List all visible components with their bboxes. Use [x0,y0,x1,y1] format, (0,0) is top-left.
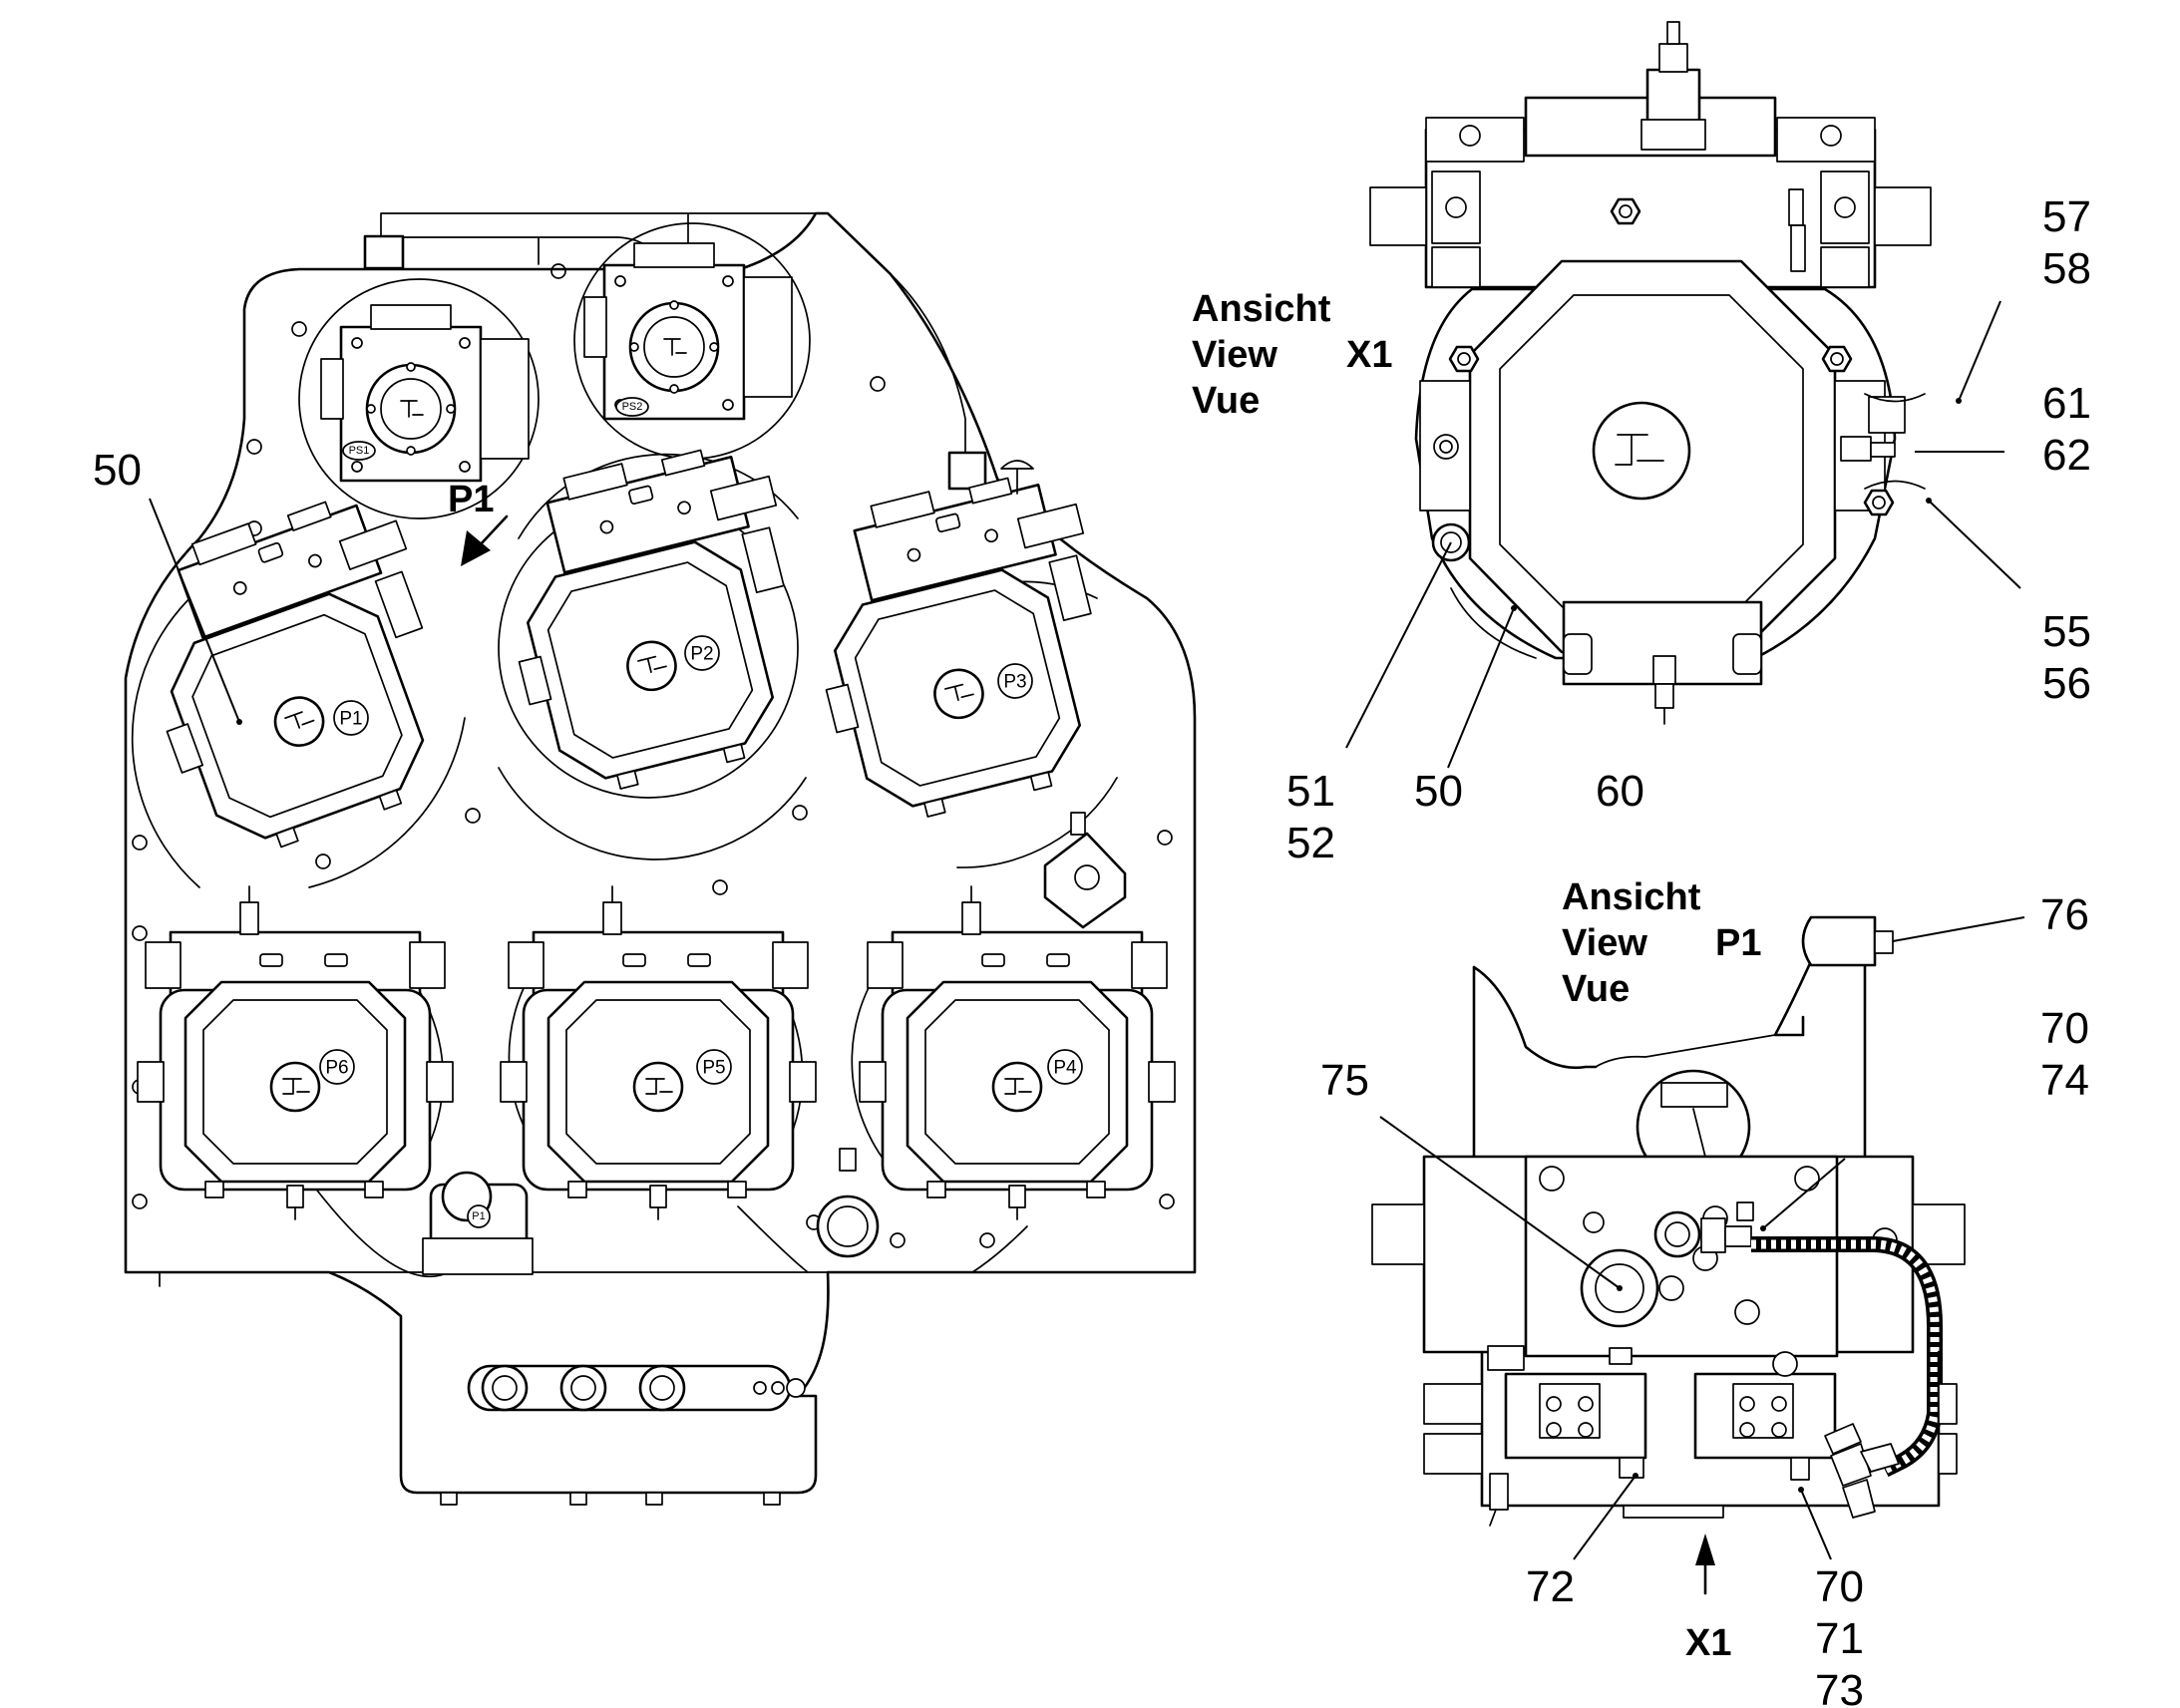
callout-p1-75: 75 [1320,1056,1369,1105]
arrow-p1-label: P1 [448,479,494,520]
arrow-x1-label: X1 [1685,1622,1731,1664]
p3-tag: P3 [1003,672,1026,693]
view-x1-title-en: View [1192,334,1277,376]
callout-p1-73: 73 [1815,1666,1864,1708]
view-p1-name: P1 [1715,922,1761,964]
callout-x1-57: 57 [2042,192,2091,241]
callout-p1-71: 71 [1815,1614,1864,1663]
view-x1-title-de: Ansicht [1192,288,1331,330]
callout-x1-51: 51 [1286,767,1335,816]
view-x1-name: X1 [1346,334,1392,376]
callout-p1-76: 76 [2040,890,2089,939]
gear-pump-tag: P1 [472,1210,485,1222]
callout-p1-70-top: 70 [2040,1004,2089,1053]
callout-x1-60: 60 [1596,767,1644,816]
pump-p6: P6 [136,884,455,1221]
base-plate [440,1364,806,1506]
ps2-tag: PS2 [622,401,643,413]
view-p1-title-fr: Vue [1562,968,1630,1010]
view-arrow-p1: P1 [448,479,509,566]
p6-tag: P6 [325,1058,348,1079]
callout-p1-70-bottom: 70 [1815,1562,1864,1611]
pump-p3: P3 [784,456,1143,835]
gearbox-main-view: PS1 PS2 P1 P2 P3 [93,211,1197,1506]
view-x1: Ansicht View X1 Vue [1192,21,2091,867]
servo-pump-ps1: PS1 [298,278,540,519]
view-p1-title-de: Ansicht [1562,876,1701,918]
ps1-tag: PS1 [349,445,370,457]
callout-x1-55: 55 [2042,607,2091,656]
callout-x1-50: 50 [1414,767,1463,816]
p1-tag: P1 [339,709,362,730]
flexible-hose [1751,1236,1943,1478]
view-arrow-x1: X1 [1685,1534,1731,1664]
callout-p1-74: 74 [2040,1056,2089,1105]
callout-x1-62: 62 [2042,431,2091,480]
callout-x1-56: 56 [2042,659,2091,708]
callout-x1-61: 61 [2042,379,2091,428]
callout-p1-72: 72 [1526,1562,1575,1611]
p2-tag: P2 [690,644,713,665]
callout-main-50-number: 50 [93,446,142,495]
p5-tag: P5 [702,1058,725,1079]
servo-pump-ps2: PS2 [573,222,811,460]
callout-x1-58: 58 [2042,244,2091,293]
callout-x1-52: 52 [1286,819,1335,867]
drain-plug [816,1148,880,1258]
p4-tag: P4 [1053,1058,1077,1079]
pump-p5: P5 [499,884,818,1221]
pump-p4: P4 [858,884,1177,1221]
pump-p2: P2 [477,428,836,807]
gear-pump: P1 [422,1171,534,1275]
callout-main-50: 50 [93,446,242,725]
view-p1-title-en: View [1562,922,1647,964]
view-p1: Ansicht View P1 Vue [1320,876,2089,1708]
view-x1-title-fr: Vue [1192,380,1260,422]
valve-block [1043,812,1127,929]
pump-p1: P1 [108,474,490,871]
